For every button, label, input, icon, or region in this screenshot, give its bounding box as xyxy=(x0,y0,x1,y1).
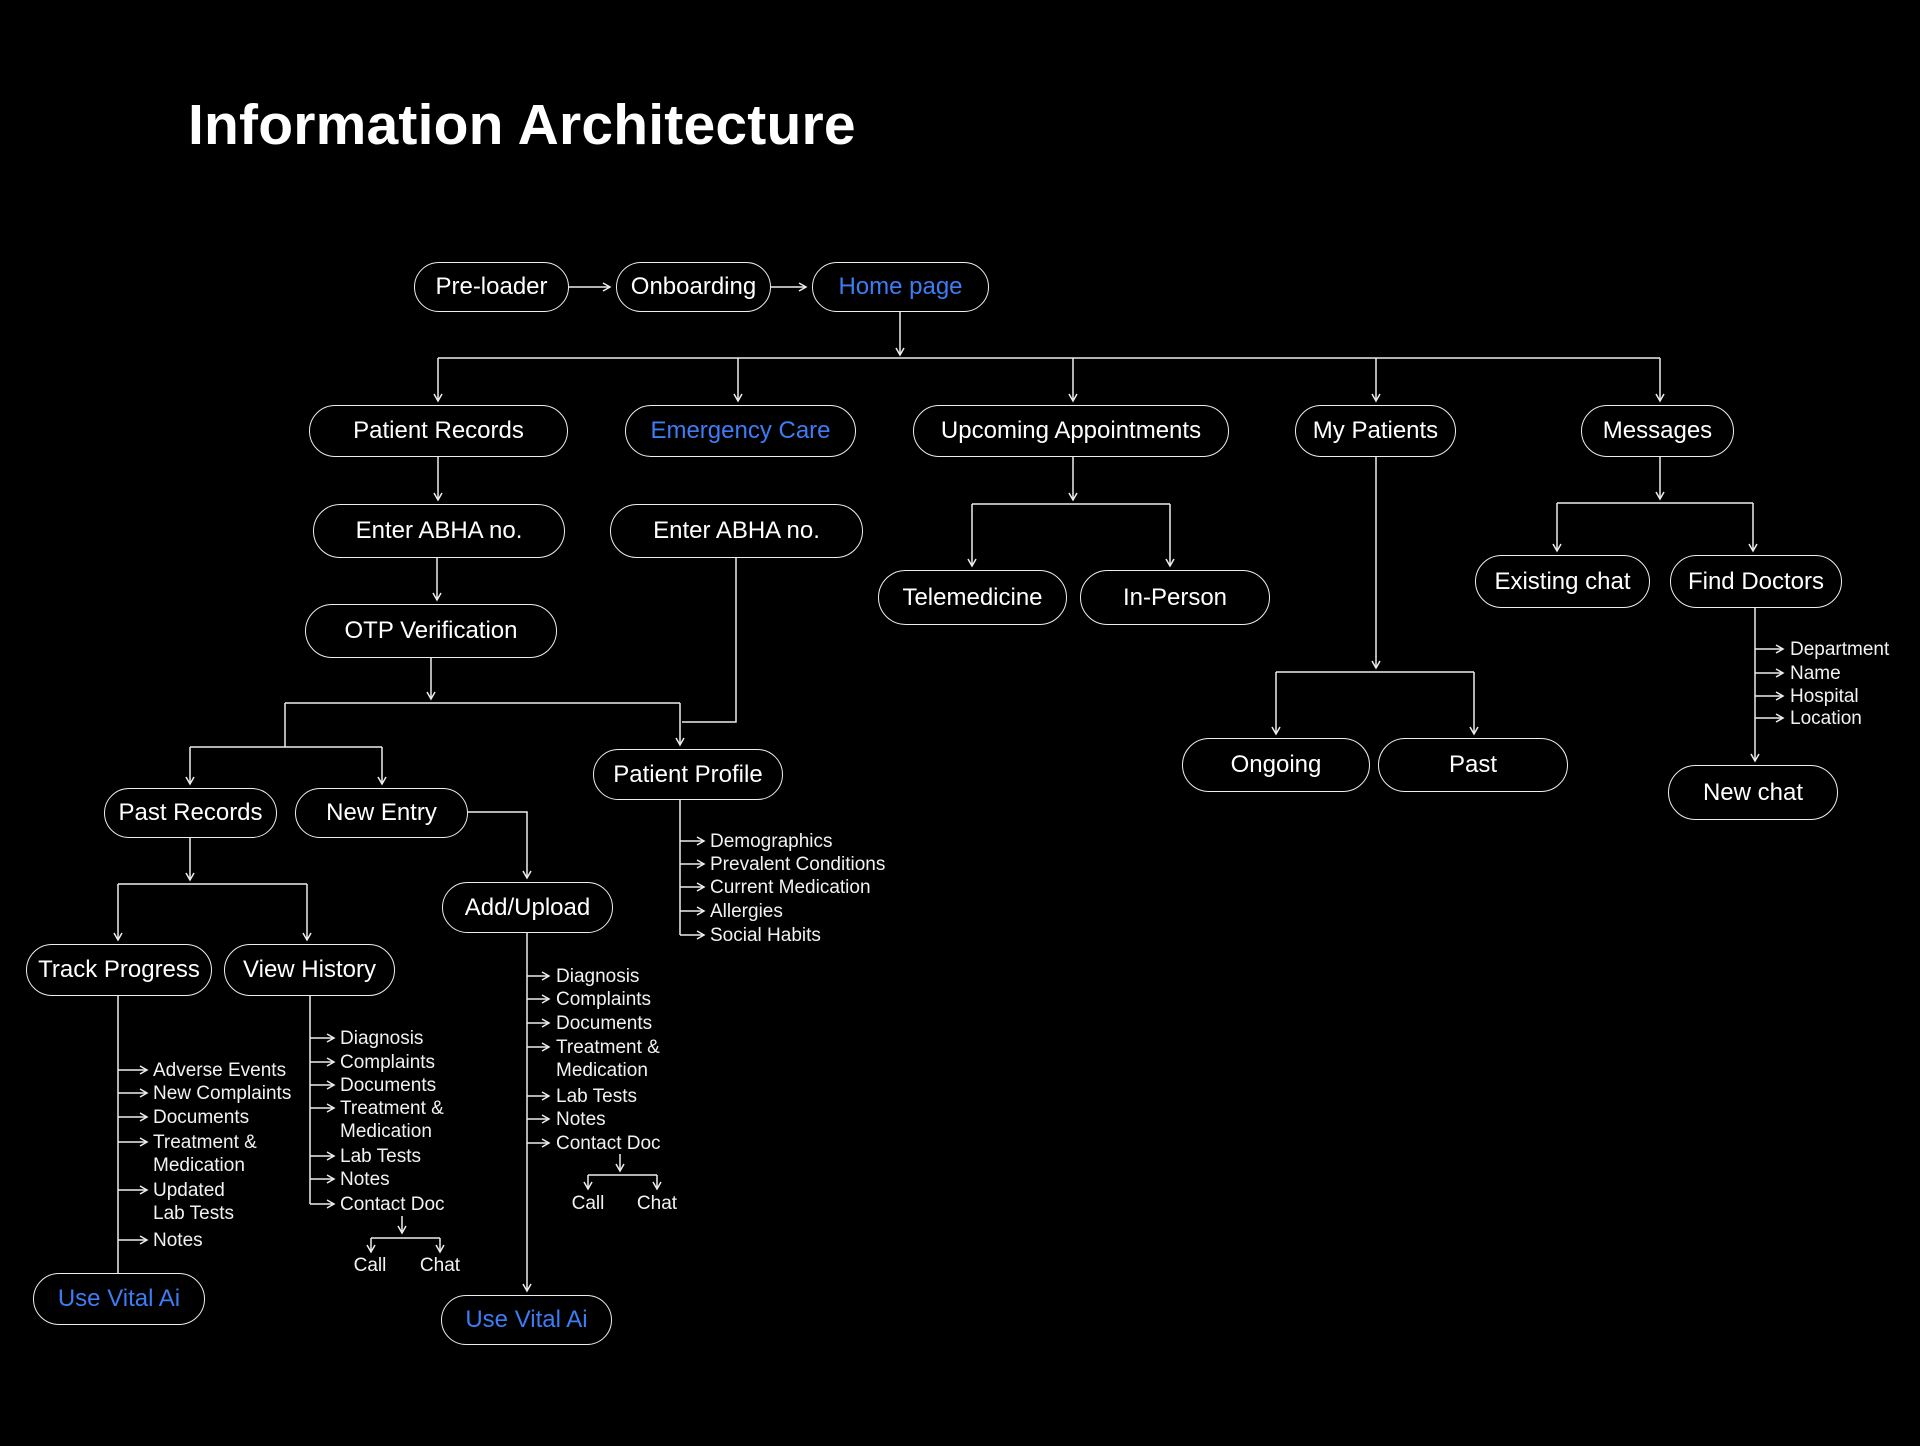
node-ongoing: Ongoing xyxy=(1182,738,1370,792)
node-patient-records: Patient Records xyxy=(309,405,568,457)
list-item-notes-track: Notes xyxy=(153,1230,203,1251)
list-item-updated-lab-tests: Updated Lab Tests xyxy=(153,1180,234,1224)
list-item-hospital: Hospital xyxy=(1790,686,1859,707)
list-item-contact-doc-view: Contact Doc xyxy=(340,1194,445,1215)
list-item-treatment-medication-view: Treatment & Medication xyxy=(340,1098,444,1142)
node-past-records: Past Records xyxy=(104,788,277,838)
list-item-location: Location xyxy=(1790,708,1862,729)
node-emergency-care: Emergency Care xyxy=(625,405,856,457)
node-find-doctors: Find Doctors xyxy=(1670,555,1842,608)
list-item-department: Department xyxy=(1790,639,1890,660)
node-existing-chat: Existing chat xyxy=(1475,555,1650,608)
node-pre-loader: Pre-loader xyxy=(414,262,569,312)
list-item-demographics: Demographics xyxy=(710,831,833,852)
list-item-prevalent-conditions: Prevalent Conditions xyxy=(710,854,886,875)
list-item-lab-tests-add: Lab Tests xyxy=(556,1086,637,1107)
node-view-history: View History xyxy=(224,944,395,996)
node-enter-abha-left: Enter ABHA no. xyxy=(313,504,565,558)
list-item-documents-view: Documents xyxy=(340,1075,437,1096)
node-past: Past xyxy=(1378,738,1568,792)
list-item-contact-doc-add: Contact Doc xyxy=(556,1133,661,1154)
node-my-patients: My Patients xyxy=(1295,405,1456,457)
node-enter-abha-right: Enter ABHA no. xyxy=(610,504,863,558)
label-call-add: Call xyxy=(571,1193,605,1214)
list-item-notes-view: Notes xyxy=(340,1169,390,1190)
list-item-complaints-add: Complaints xyxy=(556,989,652,1010)
list-item-diagnosis-add: Diagnosis xyxy=(556,966,640,987)
list-item-lab-tests-view: Lab Tests xyxy=(340,1146,421,1167)
node-onboarding: Onboarding xyxy=(616,262,771,312)
node-home-page: Home page xyxy=(812,262,989,312)
node-use-vital-ai-left: Use Vital Ai xyxy=(33,1273,205,1325)
list-item-allergies: Allergies xyxy=(710,901,783,922)
list-item-treatment-medication-add: Treatment & Medication xyxy=(556,1037,660,1081)
list-item-documents-track: Documents xyxy=(153,1107,250,1128)
label-call-view: Call xyxy=(353,1255,387,1276)
diagram-title: Information Architecture xyxy=(188,93,856,157)
label-chat-view: Chat xyxy=(419,1255,461,1276)
node-patient-profile: Patient Profile xyxy=(593,749,783,800)
list-item-new-complaints: New Complaints xyxy=(153,1083,292,1104)
node-upcoming-appointments: Upcoming Appointments xyxy=(913,405,1229,457)
node-messages: Messages xyxy=(1581,405,1734,457)
list-item-current-medication: Current Medication xyxy=(710,877,871,898)
node-track-progress: Track Progress xyxy=(26,944,212,996)
list-item-documents-add: Documents xyxy=(556,1013,653,1034)
node-use-vital-ai-mid: Use Vital Ai xyxy=(441,1295,612,1345)
node-add-upload: Add/Upload xyxy=(442,882,613,933)
node-otp-verification: OTP Verification xyxy=(305,604,557,658)
node-new-chat: New chat xyxy=(1668,765,1838,820)
list-item-diagnosis-view: Diagnosis xyxy=(340,1028,424,1049)
node-telemedicine: Telemedicine xyxy=(878,570,1067,625)
node-in-person: In-Person xyxy=(1080,570,1270,625)
list-item-social-habits: Social Habits xyxy=(710,925,821,946)
label-chat-add: Chat xyxy=(636,1193,678,1214)
list-item-name: Name xyxy=(1790,663,1841,684)
node-new-entry: New Entry xyxy=(295,788,468,838)
list-item-complaints-view: Complaints xyxy=(340,1052,436,1073)
list-item-treatment-medication-track: Treatment & Medication xyxy=(153,1132,257,1176)
list-item-notes-add: Notes xyxy=(556,1109,606,1130)
list-item-adverse-events: Adverse Events xyxy=(153,1060,287,1081)
